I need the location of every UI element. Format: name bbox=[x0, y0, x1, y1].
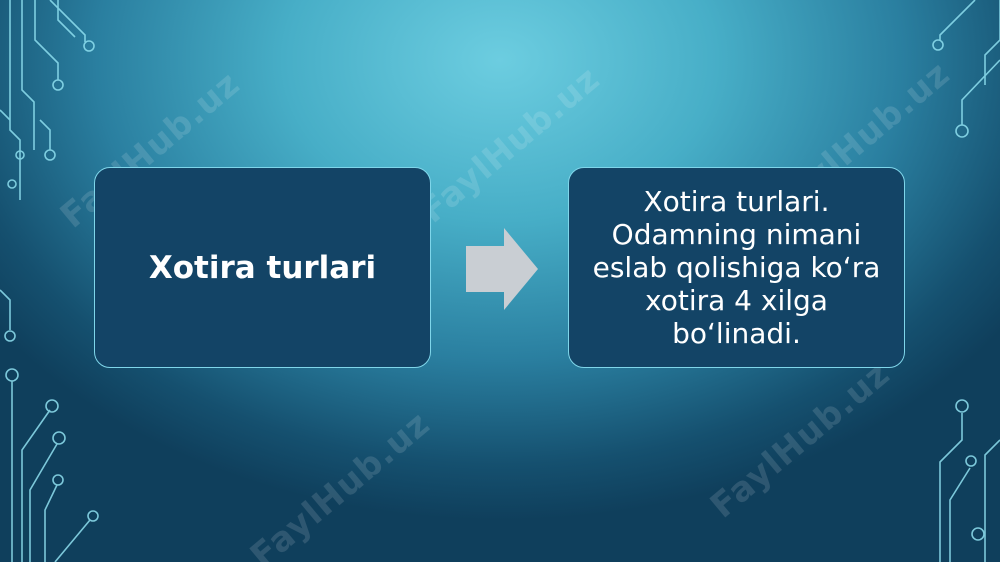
right-box-label: Xotira turlari. Odamning nimani eslab qo… bbox=[592, 185, 881, 350]
left-box[interactable]: Xotira turlari bbox=[94, 167, 431, 368]
left-box-label: Xotira turlari bbox=[148, 249, 377, 286]
right-arrow-icon bbox=[466, 228, 538, 310]
right-box[interactable]: Xotira turlari. Odamning nimani eslab qo… bbox=[568, 167, 905, 368]
circuit-decoration-icon bbox=[0, 0, 1000, 562]
